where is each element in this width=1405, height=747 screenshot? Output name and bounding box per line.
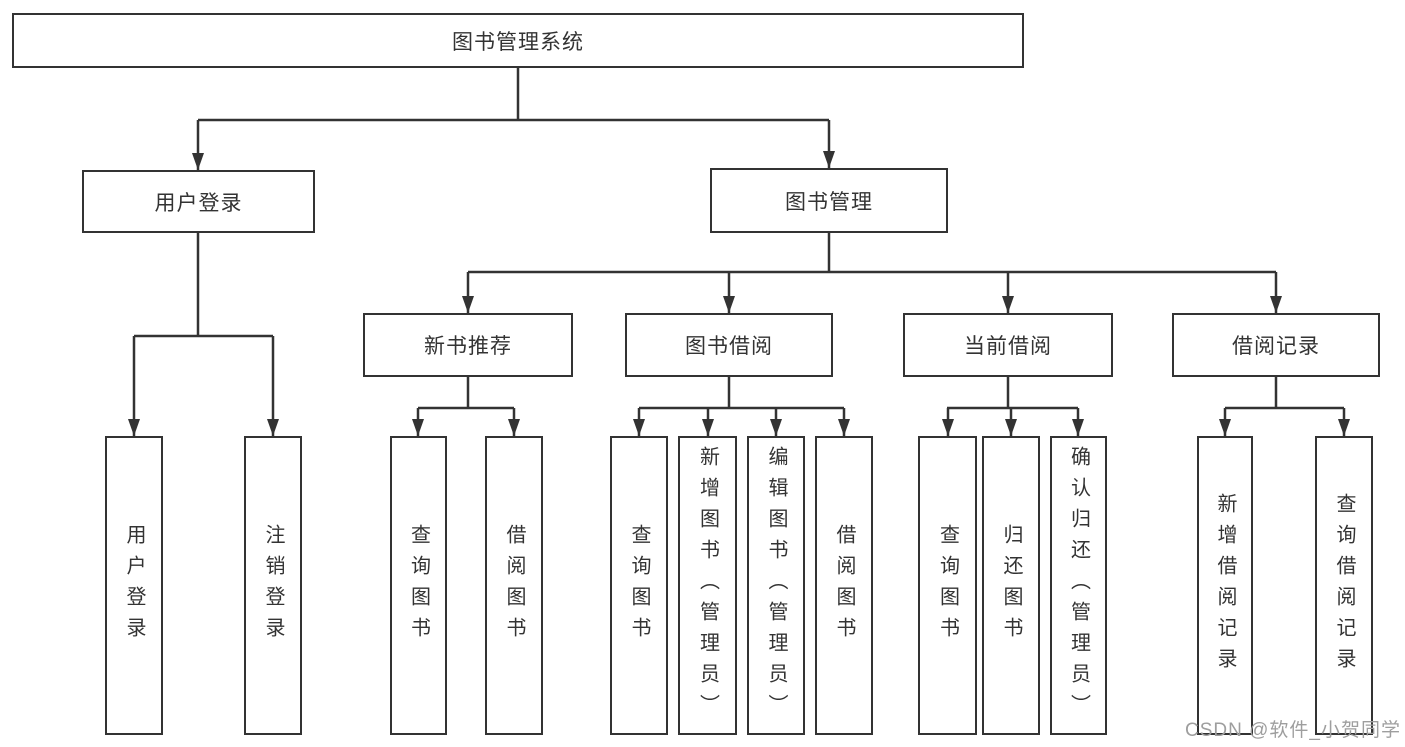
leaf-query-book-recommend: 查询图书 [390, 436, 447, 735]
node-book-borrowing: 图书借阅 [625, 313, 833, 377]
leaf-query-book-current: 查询图书 [918, 436, 977, 735]
leaf-borrow-book: 借阅图书 [815, 436, 873, 735]
node-current-borrowing: 当前借阅 [903, 313, 1113, 377]
node-user-login: 用户登录 [82, 170, 315, 233]
csdn-watermark: CSDN @软件_小贺同学 [1185, 720, 1401, 741]
leaf-confirm-return-admin: 确认归还（管理员） [1050, 436, 1107, 735]
leaf-edit-book-admin: 编辑图书（管理员） [747, 436, 805, 735]
leaf-add-book-admin: 新增图书（管理员） [678, 436, 737, 735]
node-root: 图书管理系统 [12, 13, 1024, 68]
leaf-user-login: 用户登录 [105, 436, 163, 735]
node-book-management: 图书管理 [710, 168, 948, 233]
leaf-return-book: 归还图书 [982, 436, 1040, 735]
node-borrowing-records: 借阅记录 [1172, 313, 1380, 377]
leaf-query-borrow-record: 查询借阅记录 [1315, 436, 1373, 735]
leaf-query-book-borrowing: 查询图书 [610, 436, 668, 735]
node-new-book-recommend: 新书推荐 [363, 313, 573, 377]
leaf-add-borrow-record: 新增借阅记录 [1197, 436, 1253, 735]
leaf-borrow-book-recommend: 借阅图书 [485, 436, 543, 735]
leaf-logout: 注销登录 [244, 436, 302, 735]
